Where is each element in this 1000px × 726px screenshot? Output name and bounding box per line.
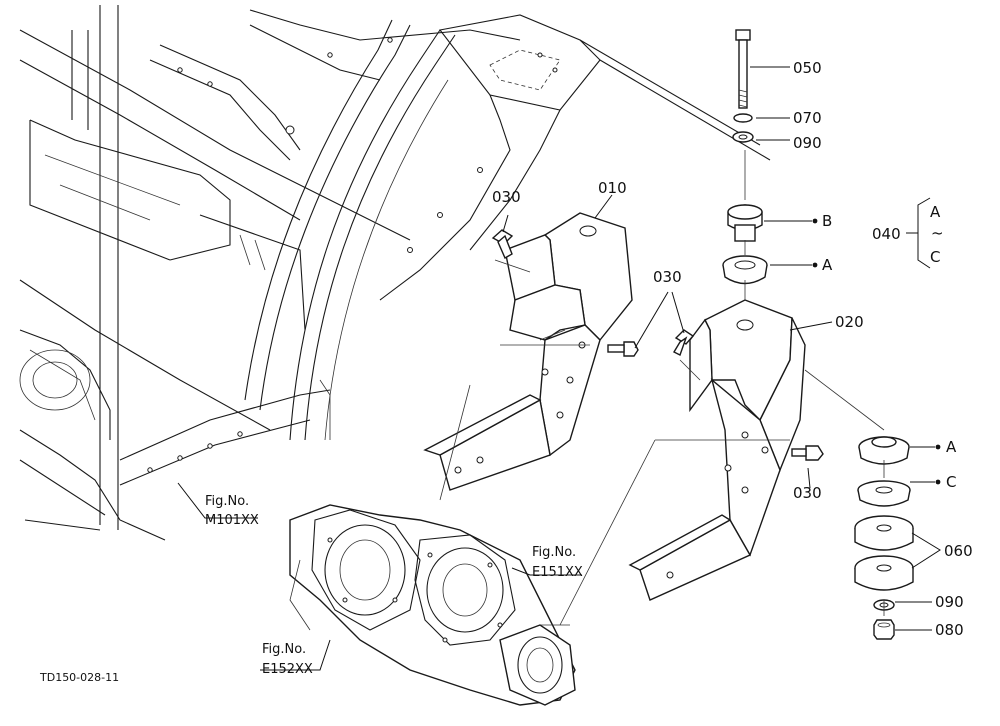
figure-references: Fig.No. M101XX Fig.No. E151XX Fig.No. E1…	[205, 494, 583, 677]
fig-ref-m101-code: M101XX	[205, 513, 259, 528]
bolt-030-mid-left	[607, 341, 639, 357]
callout-070: 070	[793, 109, 822, 127]
callout-090-bottom: 090	[935, 593, 964, 611]
bolt-030-left	[491, 229, 514, 259]
bracket-010	[423, 212, 633, 491]
callout-040: 040	[872, 225, 901, 243]
callout-060: 060	[944, 542, 973, 560]
axle-housing	[289, 504, 576, 706]
callout-080: 080	[935, 621, 964, 639]
bolt-030-mid	[673, 329, 695, 356]
callout-labels: 050 070 090 010 030 030 030 020 040 060 …	[492, 59, 973, 639]
assembly-guide-lines	[439, 150, 885, 626]
letter-b-top: B	[822, 212, 832, 230]
rubber-mount-b	[727, 204, 763, 242]
callout-030-right: 030	[793, 484, 822, 502]
bracket-letter-c: C	[930, 248, 940, 266]
fig-ref-e151-prefix: Fig.No.	[532, 545, 576, 560]
callout-020: 020	[835, 313, 864, 331]
letter-c-bottom: C	[946, 473, 956, 491]
bracket-020	[628, 299, 806, 601]
callout-030-mid: 030	[653, 268, 682, 286]
washer-060	[854, 515, 914, 591]
bolt-030-right	[791, 445, 824, 461]
rubber-mount-a-bottom	[858, 436, 910, 465]
bracket-tilde: ~	[931, 224, 944, 242]
fig-ref-e152-code: E152XX	[262, 662, 313, 677]
fig-ref-e152-prefix: Fig.No.	[262, 642, 306, 657]
rubber-mount-c-bottom	[857, 480, 911, 507]
leader-lines	[177, 66, 941, 671]
fig-ref-m101-prefix: Fig.No.	[205, 494, 249, 509]
callout-090-top: 090	[793, 134, 822, 152]
letter-a-top: A	[822, 256, 833, 274]
nut-080	[873, 619, 895, 640]
callout-010: 010	[598, 179, 627, 197]
fig-ref-e151-code: E151XX	[532, 565, 583, 580]
rubber-mount-a-top	[722, 255, 768, 285]
callout-030-left: 030	[492, 188, 521, 206]
spring-washer-070	[733, 113, 753, 123]
mount-bolt-050	[735, 29, 751, 109]
bracket-letter-a: A	[930, 203, 941, 221]
callout-050: 050	[793, 59, 822, 77]
washer-090-top	[732, 131, 754, 143]
letter-a-bottom: A	[946, 438, 957, 456]
drawing-code: TD150-028-11	[39, 671, 119, 684]
tractor-frame-assembly	[19, 5, 771, 541]
